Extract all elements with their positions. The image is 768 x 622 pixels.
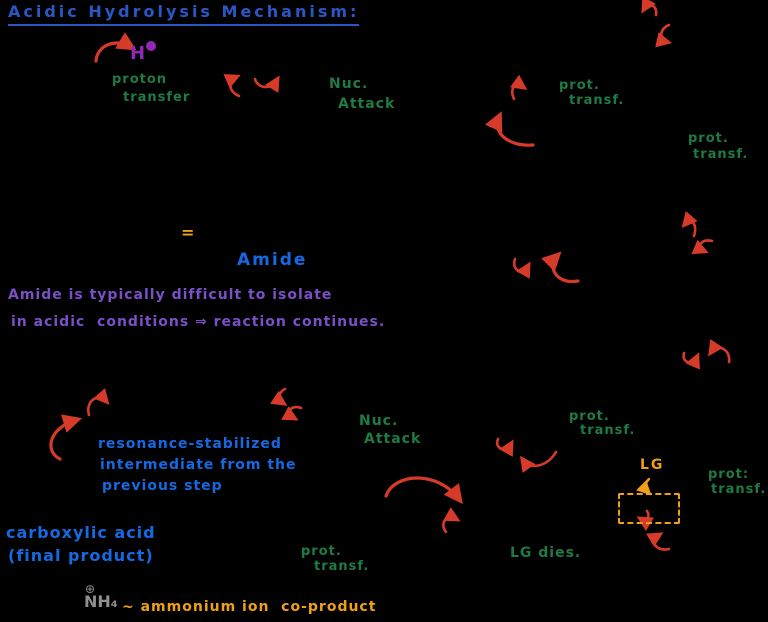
curved-arrow-prot-transf-a-arc (484, 111, 535, 147)
curved-arrow-left-hook (87, 388, 110, 417)
curved-arrow-top-right-2 (655, 23, 673, 48)
resonance-note-line1: resonance-stabilized (98, 436, 282, 452)
prot-transf-c-line1: prot. (569, 409, 610, 424)
prot-transf-e-line1: prot. (301, 544, 342, 559)
lg-dies-label: LG dies. (510, 545, 582, 561)
prot-transf-c-line2: transf. (580, 423, 636, 438)
final-product-label: (final product) (8, 546, 154, 565)
carboxylic-acid-label: carboxylic acid (6, 523, 156, 542)
orange-equals-mark: = (181, 223, 195, 242)
curved-arrow-proton-transfer-1 (94, 32, 137, 63)
nuc-attack-2-line1: Nuc. (359, 413, 399, 429)
curved-arrow-bottom-right-curl (646, 532, 671, 551)
prot-transf-a-line2: transf. (569, 93, 625, 108)
prot-transf-d-line1: prot: (708, 467, 750, 482)
curved-arrow-left-arc (49, 414, 83, 461)
curved-arrow-mid-right-2 (691, 239, 714, 255)
leaving-group-label: LG (640, 457, 665, 473)
leaving-group-box (618, 493, 680, 524)
prot-transf-b-line2: transf. (693, 147, 749, 162)
curved-arrow-resonance-small-2 (281, 405, 303, 421)
prot-transf-e-line2: transf. (314, 559, 370, 574)
resonance-note-line3: previous step (102, 478, 223, 494)
proton-transfer-label-line2: transfer (123, 90, 191, 105)
ammonium-formula: NH₄ (84, 592, 118, 611)
proton-symbol: H (130, 43, 147, 64)
positive-charge-icon (146, 41, 156, 51)
prot-transf-d-line2: transf. (711, 482, 767, 497)
amide-note-line2: in acidic conditions ⇒ reaction continue… (11, 314, 386, 330)
nuc-attack-1-line1: Nuc. (329, 76, 369, 92)
curved-arrow-in-lg-box (636, 509, 654, 532)
curved-arrow-resonance-small-1 (270, 387, 288, 406)
curved-arrow-mid-arc (541, 251, 580, 284)
curved-arrow-big-bottom-arc (384, 476, 463, 505)
curved-arrow-nuc-attack-2-arc (520, 450, 558, 473)
ammonium-charge-icon: ⊕ (85, 582, 97, 596)
curved-arrow-top-right-1 (641, 0, 658, 17)
curved-arrow-right-2 (708, 339, 731, 364)
proton-transfer-label-line1: proton (112, 72, 168, 87)
curved-arrow-carbonyl-hook-right (253, 75, 280, 93)
curved-arrow-mid-hook (512, 257, 531, 279)
prot-transf-a-line1: prot. (559, 78, 600, 93)
prot-transf-b-line1: prot. (688, 131, 729, 146)
curved-arrow-nuc-attack-2-small (495, 437, 514, 457)
curved-arrow-carbonyl-hook-left (223, 74, 241, 98)
nuc-attack-2-line2: Attack (364, 431, 422, 447)
curved-arrow-bottom-small (442, 507, 461, 534)
curved-arrow-mid-right-1 (681, 211, 698, 238)
resonance-note-line2: intermediate from the (100, 457, 297, 473)
curved-arrow-prot-transf-a-small (510, 74, 528, 101)
lg-pointer-arrow (636, 477, 652, 496)
page-title: Acidic Hydrolysis Mechanism: (8, 2, 360, 27)
amide-label: Amide (237, 250, 308, 270)
nuc-attack-1-line2: Attack (338, 96, 396, 112)
curved-arrow-right-1 (682, 351, 700, 370)
amide-note-line1: Amide is typically difficult to isolate (8, 287, 333, 303)
ammonium-note: ~ ammonium ion co-product (122, 599, 377, 615)
